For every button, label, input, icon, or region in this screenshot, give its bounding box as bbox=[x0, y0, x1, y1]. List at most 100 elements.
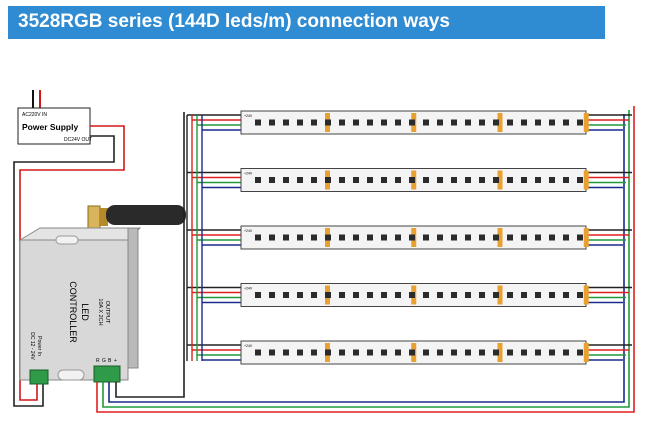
led-strip-2: +24V bbox=[187, 168, 632, 192]
power-supply-label: Power Supply bbox=[22, 122, 78, 132]
led-strips: +24V+24V+24V+24V+24V bbox=[186, 110, 632, 365]
output-terminal-labels: R G B + bbox=[96, 358, 117, 364]
controller-input-spec: DC 12 - 24V bbox=[29, 332, 35, 360]
power-wires bbox=[13, 125, 125, 407]
led-chip bbox=[549, 119, 555, 126]
led-chip bbox=[339, 234, 345, 241]
led-controller: LED CONTROLLER OUTPUT 10A X 2CH Power In… bbox=[18, 227, 142, 385]
led-chip bbox=[339, 119, 345, 126]
led-chip bbox=[507, 292, 513, 298]
led-chip bbox=[395, 349, 401, 356]
solder-pad bbox=[497, 113, 503, 132]
led-chip bbox=[367, 119, 373, 126]
led-chip bbox=[269, 234, 275, 241]
led-chip bbox=[465, 177, 471, 183]
led-strip-3: +24V bbox=[187, 225, 632, 250]
led-chip bbox=[577, 177, 583, 183]
led-chip bbox=[549, 177, 555, 183]
solder-pad bbox=[497, 285, 503, 305]
led-chip bbox=[493, 177, 499, 183]
led-chip bbox=[339, 349, 345, 356]
led-chip bbox=[521, 292, 527, 298]
led-chip bbox=[409, 349, 415, 356]
led-chip bbox=[255, 119, 261, 126]
title-banner: 3528RGB series (144D leds/m) connection … bbox=[8, 6, 605, 39]
solder-pad bbox=[583, 343, 589, 362]
led-chip bbox=[577, 119, 583, 126]
led-chip bbox=[325, 234, 331, 241]
output-terminal-block bbox=[93, 365, 121, 383]
controller-output-wires bbox=[96, 106, 635, 413]
led-chip bbox=[451, 292, 457, 298]
led-chip bbox=[507, 349, 513, 356]
solder-pad bbox=[497, 343, 503, 362]
led-chip bbox=[507, 119, 513, 126]
led-chip bbox=[563, 349, 569, 356]
led-chip bbox=[437, 349, 443, 356]
led-chip bbox=[451, 119, 457, 126]
led-chip bbox=[353, 292, 359, 298]
led-chip bbox=[437, 292, 443, 298]
led-chip bbox=[269, 349, 275, 356]
led-chip bbox=[297, 119, 303, 126]
solder-pad bbox=[583, 113, 589, 132]
led-chip bbox=[255, 349, 261, 356]
led-chip bbox=[367, 234, 373, 241]
solder-pad bbox=[583, 228, 589, 247]
led-chip bbox=[521, 177, 527, 183]
led-chip bbox=[353, 177, 359, 183]
led-chip bbox=[451, 349, 457, 356]
led-chip bbox=[465, 292, 471, 298]
led-chip bbox=[535, 234, 541, 241]
led-chip bbox=[535, 292, 541, 298]
led-chip bbox=[311, 119, 317, 126]
led-chip bbox=[381, 292, 387, 298]
led-chip bbox=[563, 292, 569, 298]
led-chip bbox=[283, 292, 289, 298]
led-chip bbox=[297, 292, 303, 298]
led-chip bbox=[409, 177, 415, 183]
led-chip bbox=[507, 177, 513, 183]
led-chip bbox=[493, 292, 499, 298]
led-chip bbox=[479, 119, 485, 126]
led-chip bbox=[535, 119, 541, 126]
strip-pad-label: +24V bbox=[244, 344, 253, 348]
led-chip bbox=[353, 349, 359, 356]
led-chip bbox=[465, 119, 471, 126]
led-chip bbox=[325, 349, 331, 356]
page-title: 3528RGB series (144D leds/m) connection … bbox=[18, 11, 450, 32]
led-chip bbox=[521, 119, 527, 126]
led-chip bbox=[339, 177, 345, 183]
terminal-label-plus: + bbox=[114, 358, 117, 364]
led-chip bbox=[451, 177, 457, 183]
led-chip bbox=[325, 292, 331, 298]
led-chip bbox=[283, 119, 289, 126]
led-chip bbox=[297, 177, 303, 183]
led-chip bbox=[353, 119, 359, 126]
led-chip bbox=[409, 292, 415, 298]
led-strip-5: +24V bbox=[187, 340, 632, 365]
led-chip bbox=[367, 177, 373, 183]
led-chip bbox=[381, 119, 387, 126]
led-chip bbox=[311, 349, 317, 356]
led-chip bbox=[535, 177, 541, 183]
solder-pad bbox=[497, 228, 503, 247]
led-chip bbox=[465, 234, 471, 241]
led-chip bbox=[507, 234, 513, 241]
led-chip bbox=[577, 234, 583, 241]
led-chip bbox=[353, 234, 359, 241]
led-chip bbox=[381, 234, 387, 241]
led-chip bbox=[311, 234, 317, 241]
power-supply-output-label: DC24V OUT bbox=[64, 137, 92, 143]
controller-input-label: Power In bbox=[36, 336, 42, 356]
led-chip bbox=[395, 177, 401, 183]
led-chip bbox=[521, 234, 527, 241]
strip-pad-label: +24V bbox=[244, 287, 253, 291]
led-chip bbox=[409, 234, 415, 241]
led-chip bbox=[437, 119, 443, 126]
led-chip bbox=[437, 177, 443, 183]
led-chip bbox=[269, 292, 275, 298]
led-chip bbox=[297, 349, 303, 356]
led-chip bbox=[563, 119, 569, 126]
